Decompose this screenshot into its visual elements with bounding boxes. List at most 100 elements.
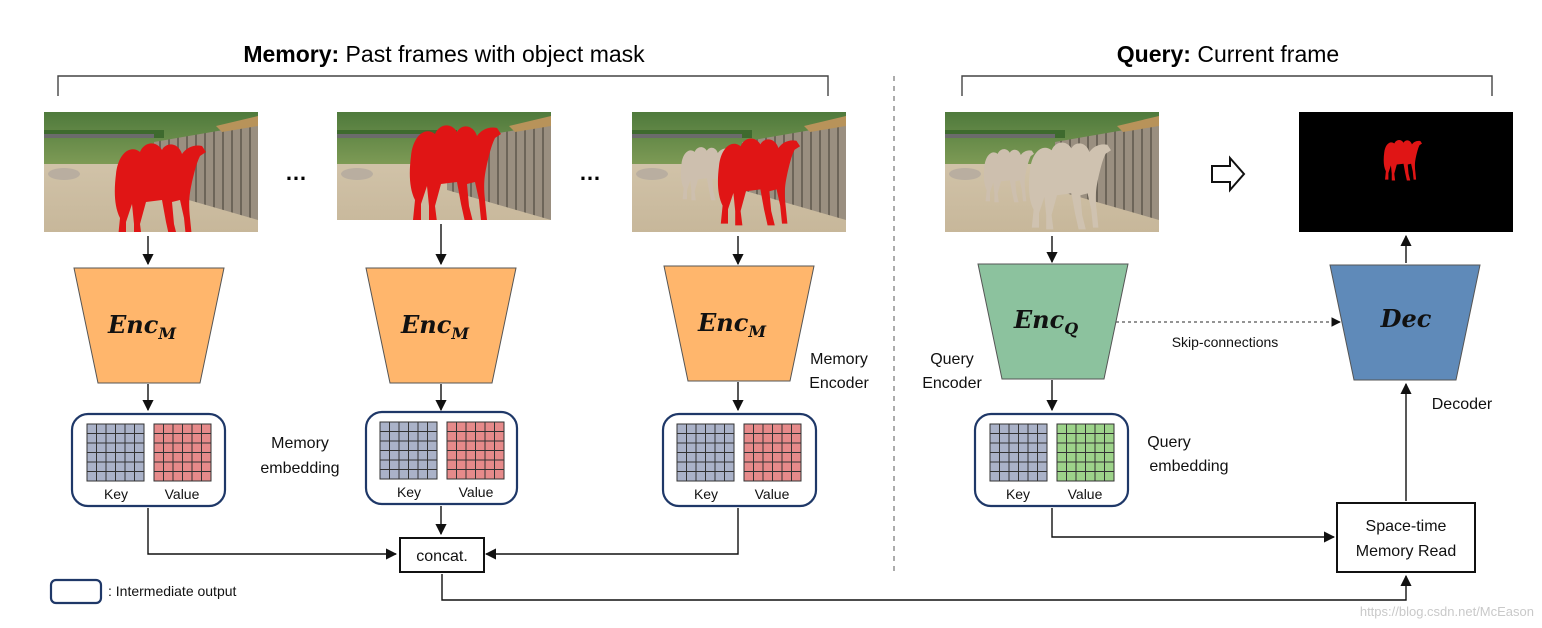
grid-cell xyxy=(999,471,1010,482)
decoder: Dec xyxy=(1329,264,1481,381)
grid-cell xyxy=(494,431,505,442)
grid-cell xyxy=(743,452,754,463)
grid-cell xyxy=(494,450,505,461)
grid-cell xyxy=(1037,461,1048,472)
grid-cell xyxy=(762,461,773,472)
grid-cell xyxy=(153,423,164,434)
grid-cell xyxy=(1056,433,1067,444)
grid-cell xyxy=(676,442,687,453)
grid-cell xyxy=(86,442,97,453)
grid-cell xyxy=(1037,433,1048,444)
memory-embedding-label-1: Memory xyxy=(271,435,329,452)
query-embedding-label-2: embedding xyxy=(1149,458,1228,475)
grid-cell xyxy=(762,433,773,444)
grid-cell xyxy=(676,423,687,434)
grid-cell xyxy=(989,461,1000,472)
grid-cell xyxy=(1018,461,1029,472)
grid-cell xyxy=(456,431,467,442)
grid-cell xyxy=(465,469,476,480)
grid-cell xyxy=(475,450,486,461)
value-label: Value xyxy=(755,486,790,502)
grid-cell xyxy=(379,421,390,432)
grid-cell xyxy=(456,421,467,432)
value-label: Value xyxy=(165,486,200,502)
grid-cell xyxy=(762,442,773,453)
memory-encoder-label-2: Encoder xyxy=(809,375,869,392)
grid-cell xyxy=(724,423,735,434)
grid-cell xyxy=(182,433,193,444)
decoder-label: Decoder xyxy=(1432,396,1493,413)
memory-read-label-2: Memory Read xyxy=(1356,543,1456,560)
grid-cell xyxy=(201,471,212,482)
grid-cell xyxy=(772,433,783,444)
grid-cell xyxy=(753,423,764,434)
decoder-name: Dec xyxy=(1380,304,1432,333)
grid-cell xyxy=(791,461,802,472)
grid-cell xyxy=(714,423,725,434)
grid-cell xyxy=(705,423,716,434)
value-grid xyxy=(153,423,212,482)
query-title: Query: Current frame xyxy=(1117,41,1339,67)
grid-cell xyxy=(417,459,428,470)
grid-cell xyxy=(743,442,754,453)
grid-cell xyxy=(86,433,97,444)
grid-cell xyxy=(163,471,174,482)
grid-cell xyxy=(427,431,438,442)
grid-cell xyxy=(408,469,419,480)
grid-cell xyxy=(379,440,390,451)
grid-cell xyxy=(743,461,754,472)
grid-cell xyxy=(743,423,754,434)
grid-cell xyxy=(999,423,1010,434)
grid-cell xyxy=(772,461,783,472)
svg-text:EncM: EncM xyxy=(107,310,177,343)
grid-cell xyxy=(427,440,438,451)
grid-cell xyxy=(999,452,1010,463)
grid-cell xyxy=(456,440,467,451)
grid-cell xyxy=(686,423,697,434)
grid-cell xyxy=(1066,461,1077,472)
grid-cell xyxy=(1008,433,1019,444)
grid-cell xyxy=(182,452,193,463)
grid-cell xyxy=(772,471,783,482)
grid-cell xyxy=(781,423,792,434)
grid-cell xyxy=(389,459,400,470)
grid-cell xyxy=(124,442,135,453)
grid-cell xyxy=(398,440,409,451)
grid-cell xyxy=(1008,442,1019,453)
grid-cell xyxy=(484,440,495,451)
grid-cell xyxy=(724,442,735,453)
grid-cell xyxy=(714,461,725,472)
grid-cell xyxy=(1027,442,1038,453)
grid-cell xyxy=(124,471,135,482)
grid-cell xyxy=(714,471,725,482)
grid-cell xyxy=(456,450,467,461)
grid-cell xyxy=(705,433,716,444)
grid-cell xyxy=(1104,442,1115,453)
grid-cell xyxy=(753,442,764,453)
grid-cell xyxy=(163,433,174,444)
key-label: Key xyxy=(694,486,718,502)
grid-cell xyxy=(1018,471,1029,482)
grid-cell xyxy=(1104,471,1115,482)
grid-cell xyxy=(389,421,400,432)
grid-cell xyxy=(1066,452,1077,463)
grid-cell xyxy=(1066,471,1077,482)
grid-cell xyxy=(494,421,505,432)
skip-connections-label: Skip-connections xyxy=(1172,334,1279,350)
grid-cell xyxy=(1056,461,1067,472)
grid-cell xyxy=(115,423,126,434)
grid-cell xyxy=(1008,471,1019,482)
grid-cell xyxy=(484,421,495,432)
grid-cell xyxy=(1018,433,1029,444)
grid-cell xyxy=(1104,452,1115,463)
grid-cell xyxy=(724,452,735,463)
grid-cell xyxy=(134,423,145,434)
grid-cell xyxy=(1037,452,1048,463)
output-arrow-icon xyxy=(1211,155,1246,193)
grid-cell xyxy=(1085,461,1096,472)
grid-cell xyxy=(705,442,716,453)
grid-cell xyxy=(417,421,428,432)
memory-frame-2 xyxy=(337,112,551,220)
grid-cell xyxy=(1094,433,1105,444)
grid-cell xyxy=(115,433,126,444)
